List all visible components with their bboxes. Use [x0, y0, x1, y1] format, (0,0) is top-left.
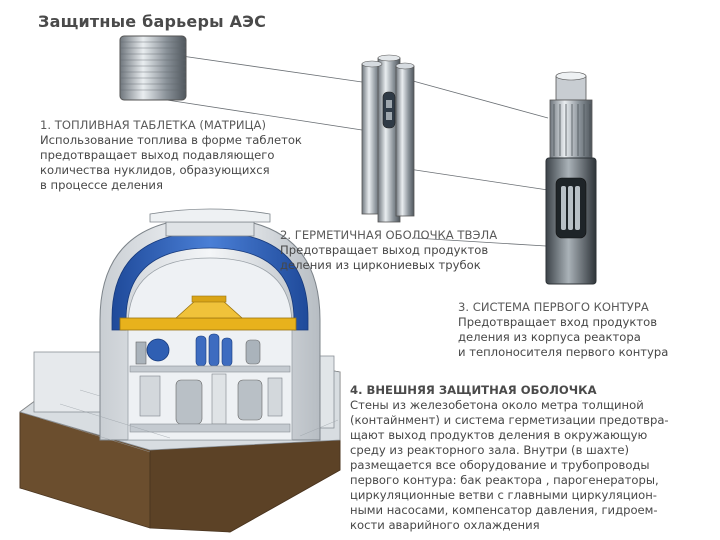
- barrier-2-line: Предотвращает выход продуктов: [280, 243, 497, 258]
- barrier-1-line: предотвращает выход подавляющего: [40, 148, 302, 163]
- barrier-4-line: первого контура: бак реактора , парогене…: [350, 473, 669, 488]
- barrier-4-line: (контайнмент) и система герметизации пре…: [350, 413, 669, 428]
- barrier-1-caption: 1. ТОПЛИВНАЯ ТАБЛЕТКА (МАТРИЦА) Использо…: [40, 118, 302, 193]
- barrier-3-line: и теплоносителя первого контура: [458, 345, 668, 360]
- barrier-4-line: ными насосами, компенсатор давления, гид…: [350, 503, 669, 518]
- barrier-4-line: среду из реакторного зала. Внутри (в шах…: [350, 443, 669, 458]
- barrier-3-line: Предотвращает вход продуктов: [458, 315, 668, 330]
- fuel-assembly-icon: [546, 72, 596, 284]
- barrier-1-heading: 1. ТОПЛИВНАЯ ТАБЛЕТКА (МАТРИЦА): [40, 118, 302, 133]
- barrier-2-line: деления из циркониевых трубок: [280, 258, 497, 273]
- barrier-4-line: кости аварийного охлаждения: [350, 518, 669, 533]
- barrier-4-heading: 4. ВНЕШНЯЯ ЗАЩИТНАЯ ОБОЛОЧКА: [350, 383, 669, 398]
- barrier-4-line: циркуляционные ветви с главными циркуляц…: [350, 488, 669, 503]
- fuel-rod-bundle-icon: [362, 55, 414, 222]
- barrier-3-line: деления из корпуса реактора: [458, 330, 668, 345]
- barrier-1-line: количества нуклидов, образующихся: [40, 163, 302, 178]
- barrier-4-caption: 4. ВНЕШНЯЯ ЗАЩИТНАЯ ОБОЛОЧКА Стены из же…: [350, 383, 669, 533]
- page-title: Защитные барьеры АЭС: [38, 12, 266, 31]
- barrier-1-line: Использование топлива в форме таблеток: [40, 133, 302, 148]
- barrier-2-heading: 2. ГЕРМЕТИЧНАЯ ОБОЛОЧКА ТВЭЛА: [280, 228, 497, 243]
- barrier-3-heading: 3. СИСТЕМА ПЕРВОГО КОНТУРА: [458, 300, 668, 315]
- barrier-4-line: размещается все оборудование и трубопров…: [350, 458, 669, 473]
- barrier-2-caption: 2. ГЕРМЕТИЧНАЯ ОБОЛОЧКА ТВЭЛА Предотвращ…: [280, 228, 497, 273]
- barrier-3-caption: 3. СИСТЕМА ПЕРВОГО КОНТУРА Предотвращает…: [458, 300, 668, 360]
- barrier-1-line: в процессе деления: [40, 178, 302, 193]
- fuel-pellet-icon: [120, 36, 186, 100]
- barrier-4-line: щают выход продуктов деления в окружающу…: [350, 428, 669, 443]
- barrier-4-line: Стены из железобетона около метра толщин…: [350, 398, 669, 413]
